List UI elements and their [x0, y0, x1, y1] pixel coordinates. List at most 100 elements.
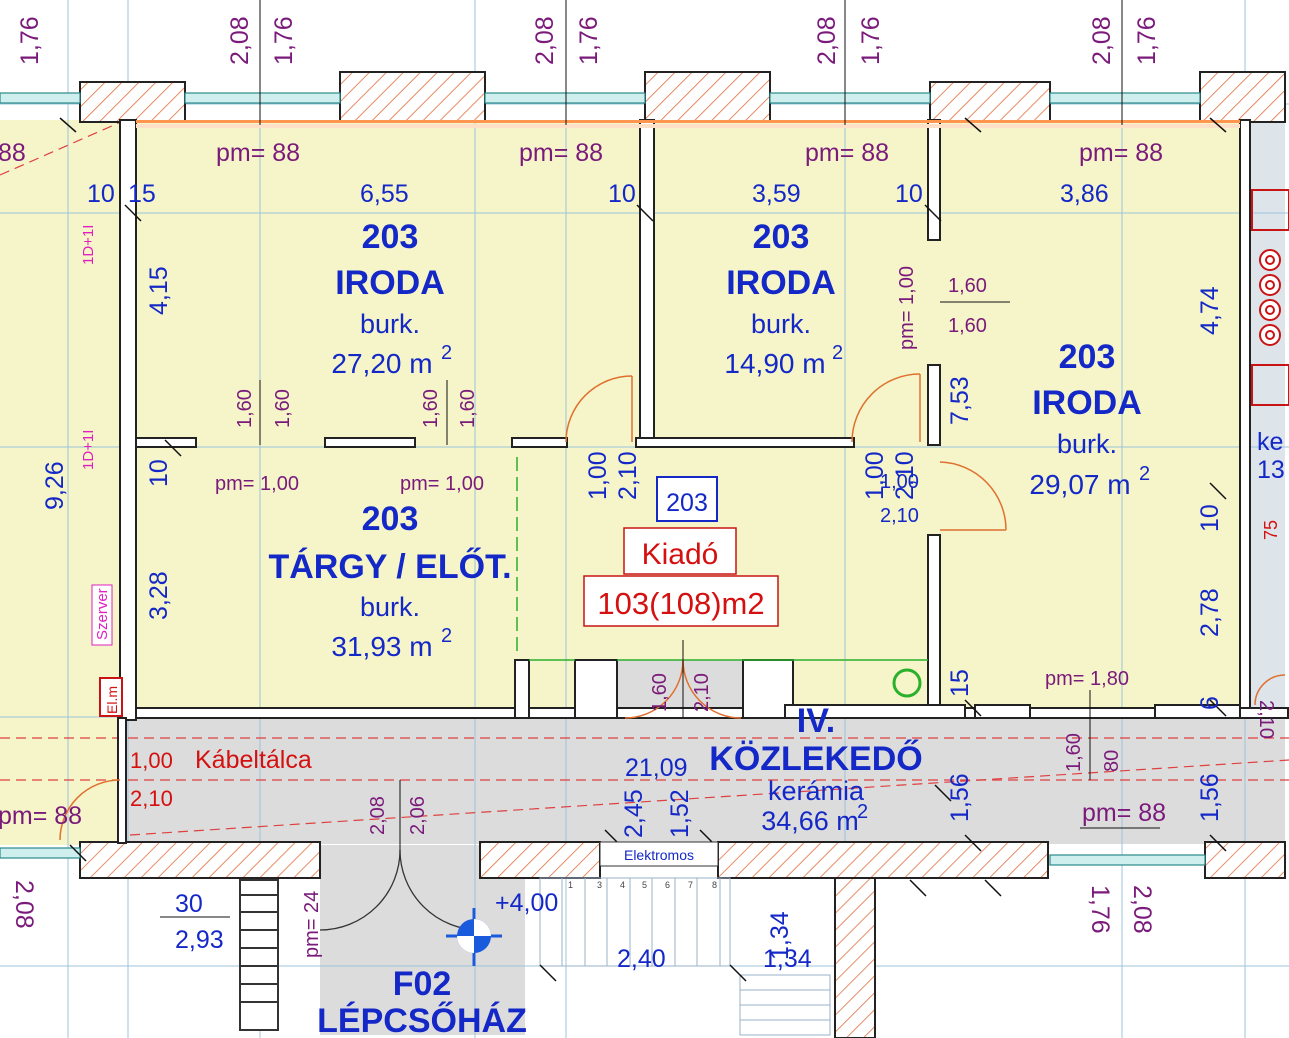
room-lepcsohaz: F02 LÉPCSŐHÁZ [317, 965, 527, 1038]
dim-door-1-00a: 1,00 [584, 451, 612, 500]
pm-label-3: pm= 88 [805, 139, 889, 167]
unit-status: Kiadó [642, 538, 719, 571]
dim-top-1: 1,76 [16, 16, 44, 65]
window-dimensions: 1,60 1,60 1,60 1,60 1,60 1,60 pm= 1,00 p… [0, 266, 1277, 958]
staircase [539, 877, 831, 1036]
pm-label-2: pm= 88 [519, 139, 603, 167]
door-dim-2-10-left: 2,10 [130, 786, 173, 811]
elektromos-label: Elektromos [624, 847, 694, 863]
room-number: IV. [797, 702, 835, 740]
dim-2-10-door: 2,10 [691, 673, 713, 712]
dim-bottom-r1: 1,76 [1086, 885, 1114, 934]
dim-2-08-door: 2,08 [367, 796, 389, 835]
svg-text:6: 6 [665, 880, 670, 890]
room-area: 34,66 m [761, 806, 859, 836]
dim-6-55: 6,55 [360, 180, 409, 208]
dim-door-1-00-c: 1,00 [880, 471, 919, 493]
dim-3-59: 3,59 [752, 180, 801, 208]
pm-1-80: pm= 1,80 [1045, 668, 1129, 690]
pm-vertical: pm= 1,00 [896, 266, 918, 350]
room-iroda-3: 203 IRODA burk. 29,07 m 2 [1029, 338, 1150, 500]
area-sup: 2 [1139, 463, 1150, 485]
cable-tray-lines [0, 117, 1289, 836]
dim-top-2: 2,08 [226, 16, 254, 65]
dim-1-56b: 1,56 [1196, 773, 1224, 822]
dim-win-2: 1,60 [272, 389, 294, 428]
svg-text:4: 4 [620, 880, 625, 890]
door-tag-1: 1D+1I [80, 225, 97, 265]
unit-area: 103(108)m2 [597, 586, 764, 621]
pm-1-00-b: pm= 1,00 [400, 473, 484, 495]
dim-top-6: 2,08 [813, 16, 841, 65]
dim-1-52: 1,52 [666, 789, 694, 838]
dim-1-56a: 1,56 [946, 773, 974, 822]
pm-88-left: pm= 88 [0, 802, 82, 830]
door-dim-1-00-left: 1,00 [130, 748, 173, 773]
room-name: TÁRGY / ELŐT. [268, 548, 511, 586]
height-dimensions: 4,15 4,74 9,26 7,53 3,28 2,78 10 10 15 6… [41, 266, 1224, 960]
dim-4-15: 4,15 [145, 266, 173, 315]
room-number: 203 [1059, 338, 1116, 376]
partial-75: 75 [1261, 520, 1281, 540]
pm-88-corridor: pm= 88 [1082, 799, 1166, 827]
room-finish: kerámia [768, 776, 865, 806]
dim-door-2-10-c: 2,10 [880, 505, 919, 527]
dim-door-2-10a: 2,10 [614, 451, 642, 500]
dim-win-4: 1,60 [457, 389, 479, 428]
cable-tray-label: Kábeltálca [195, 746, 312, 774]
room-number: F02 [393, 965, 452, 1003]
room-number: 203 [362, 218, 419, 256]
dim-1-60-door: 1,60 [649, 673, 671, 712]
dim-9-26: 9,26 [41, 461, 69, 510]
dim-bottom-r2: 2,08 [1128, 885, 1156, 934]
dim-15a: 15 [128, 180, 156, 208]
partial-13: 13 [1257, 456, 1285, 484]
szerver-label: Szerver [94, 588, 111, 640]
dim-10a: 10 [87, 180, 115, 208]
dim-1-34b: 1,34 [763, 945, 812, 973]
windows [0, 92, 1206, 866]
dim-2-78: 2,78 [1196, 588, 1224, 637]
area-sup: 2 [857, 801, 868, 823]
pm-24: pm= 24 [301, 891, 323, 958]
dim-1-34a: 1,34 [766, 911, 794, 960]
level-label: +4,00 [495, 889, 558, 917]
room-number: 203 [753, 218, 810, 256]
dim-bottom-left: 2,08 [10, 880, 38, 929]
dim-30: 30 [175, 890, 203, 918]
room-finish: burk. [751, 309, 811, 339]
elm-label: El.m [104, 686, 120, 714]
dim-total: 21,09 [625, 754, 688, 782]
dim-4-74: 4,74 [1196, 286, 1224, 335]
dim-3-86: 3,86 [1060, 180, 1109, 208]
dim-win-3: 1,60 [420, 389, 442, 428]
dim-top-5: 1,76 [575, 16, 603, 65]
dim-door-1-00b: 1,00 [861, 451, 889, 500]
room-area: 29,07 m [1029, 469, 1130, 500]
room-area: 31,93 m [331, 631, 432, 662]
pm-label-4: pm= 88 [1079, 139, 1163, 167]
top-dimensions: 1,76 2,08 1,76 2,08 1,76 2,08 1,76 2,08 … [16, 16, 1161, 65]
room-kozlekedo: IV. KÖZLEKEDŐ kerámia 34,66 m 2 [709, 702, 922, 836]
dim-10b: 10 [608, 180, 636, 208]
dimension-leaders [160, 0, 1160, 918]
dim-top-3: 1,76 [270, 16, 298, 65]
dim-2-93: 2,93 [175, 926, 224, 954]
server-label: Szerver El.m [91, 584, 123, 717]
area-sup: 2 [441, 342, 452, 364]
dim-win-1: 1,60 [234, 389, 256, 428]
room-finish: burk. [360, 592, 420, 622]
unit-number: 203 [666, 489, 708, 517]
room-area: 27,20 m [331, 348, 432, 379]
dim-2-45: 2,45 [620, 789, 648, 838]
pm-1-00-a: pm= 1,00 [215, 473, 299, 495]
svg-text:1: 1 [568, 880, 573, 890]
pm-label-1: pm= 88 [216, 139, 300, 167]
svg-text:7: 7 [688, 880, 693, 890]
room-name: KÖZLEKEDŐ [709, 740, 922, 778]
dim-80: 80 [1101, 750, 1123, 772]
room-name: IRODA [335, 264, 445, 302]
room-finish: burk. [360, 309, 420, 339]
stair-left [239, 879, 279, 1031]
